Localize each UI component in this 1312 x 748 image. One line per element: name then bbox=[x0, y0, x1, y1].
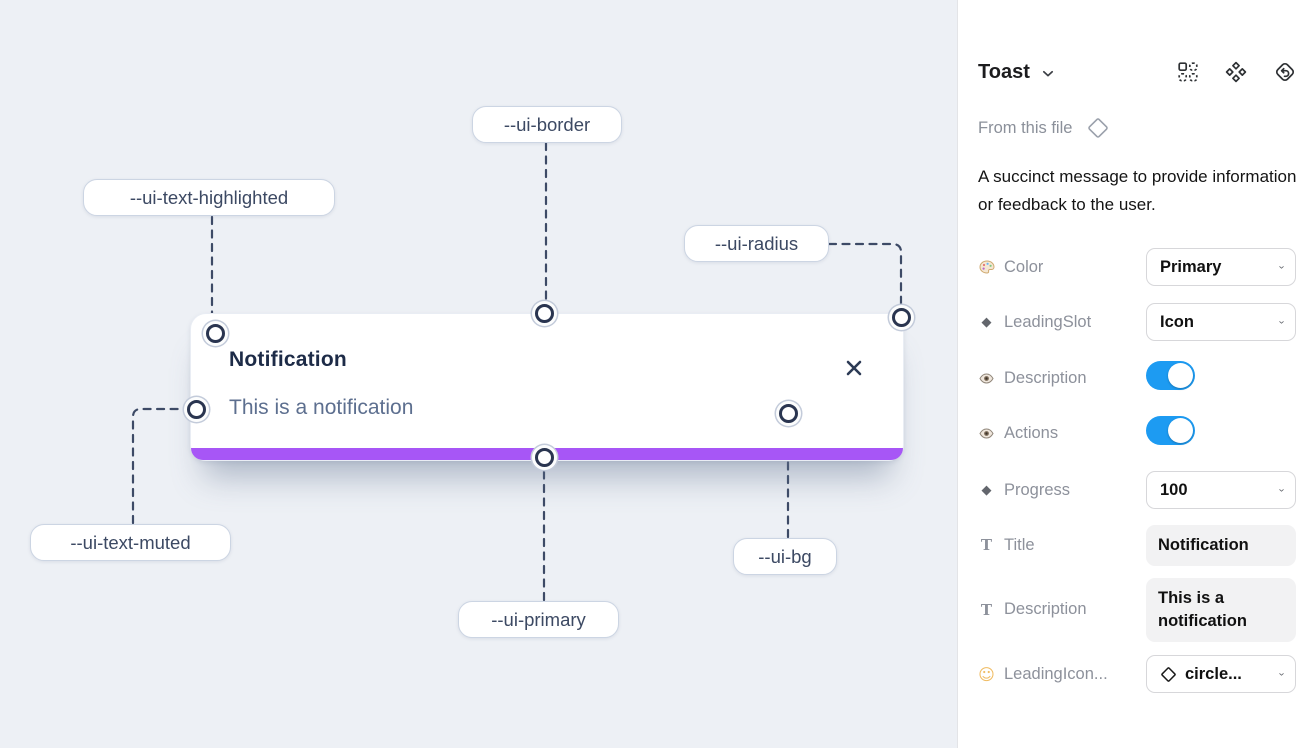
eye-icon bbox=[978, 427, 995, 439]
variant-diamond-icon: ◆ bbox=[981, 482, 992, 498]
description-field[interactable]: This is a notification bbox=[1146, 577, 1296, 642]
prop-label-color: Color bbox=[978, 258, 1043, 277]
toast-title: Notification bbox=[229, 348, 347, 371]
prop-label-description-toggle: Description bbox=[978, 369, 1087, 388]
panel-header: Toast bbox=[978, 57, 1296, 87]
prop-label-leading-slot: ◆ LeadingSlot bbox=[978, 313, 1092, 332]
source-row: From this file bbox=[978, 116, 1110, 140]
prop-label-actions-toggle: Actions bbox=[978, 424, 1058, 443]
source-label: From this file bbox=[978, 118, 1073, 137]
actions-toggle[interactable] bbox=[1146, 416, 1195, 445]
wire-ui-text-muted bbox=[131, 407, 186, 525]
design-canvas: Notification This is a notification --ui… bbox=[0, 0, 957, 748]
eye-icon bbox=[978, 372, 995, 384]
chevron-down-icon[interactable] bbox=[1042, 70, 1054, 78]
anchor-ui-bg[interactable] bbox=[779, 404, 798, 423]
description-toggle[interactable] bbox=[1146, 361, 1195, 390]
anchor-ui-border[interactable] bbox=[535, 304, 554, 323]
prop-row-leading-slot: ◆ LeadingSlot Icon bbox=[978, 303, 1296, 341]
prop-row-title: T Title Notification bbox=[978, 524, 1296, 566]
prop-row-progress: ◆ Progress 100 bbox=[978, 471, 1296, 509]
variant-diamond-icon: ◆ bbox=[981, 314, 992, 330]
chevron-down-icon bbox=[1279, 320, 1284, 324]
return-to-component-icon[interactable] bbox=[1274, 61, 1296, 83]
prop-label-progress: ◆ Progress bbox=[978, 481, 1071, 500]
var-label-ui-border[interactable]: --ui-border bbox=[472, 106, 622, 143]
anchor-ui-primary[interactable] bbox=[535, 448, 554, 467]
chevron-down-icon bbox=[1279, 265, 1284, 269]
anchor-ui-text-highlighted[interactable] bbox=[206, 324, 225, 343]
var-label-ui-text-highlighted[interactable]: --ui-text-highlighted bbox=[83, 179, 335, 216]
annotation-wires bbox=[131, 141, 903, 602]
prop-row-leading-icon: ☺ LeadingIcon... circle... bbox=[978, 655, 1296, 693]
prop-label-leading-icon: ☺ LeadingIcon... bbox=[978, 664, 1108, 684]
toggle-knob bbox=[1168, 418, 1193, 443]
leading-icon-select[interactable]: circle... bbox=[1146, 655, 1296, 693]
diamond-icon bbox=[1160, 666, 1177, 683]
wire-ui-radius bbox=[827, 242, 903, 307]
text-icon: T bbox=[980, 600, 993, 619]
anchor-ui-radius[interactable] bbox=[892, 308, 911, 327]
leading-slot-select[interactable]: Icon bbox=[1146, 303, 1296, 341]
smiley-icon: ☺ bbox=[978, 664, 995, 684]
palette-icon bbox=[978, 260, 995, 274]
toast-component[interactable]: Notification This is a notification bbox=[190, 313, 904, 461]
chevron-down-icon bbox=[1279, 488, 1284, 492]
title-field[interactable]: Notification bbox=[1146, 524, 1296, 566]
toggle-knob bbox=[1168, 363, 1193, 388]
instance-grid-icon[interactable] bbox=[1178, 62, 1198, 82]
color-select[interactable]: Primary bbox=[1146, 248, 1296, 286]
anchor-ui-text-muted[interactable] bbox=[187, 400, 206, 419]
progress-select[interactable]: 100 bbox=[1146, 471, 1296, 509]
prop-label-description-text: T Description bbox=[978, 600, 1087, 619]
var-label-ui-bg[interactable]: --ui-bg bbox=[733, 538, 837, 575]
var-label-ui-radius[interactable]: --ui-radius bbox=[684, 225, 829, 262]
diamond-icon bbox=[1088, 118, 1109, 138]
component-name[interactable]: Toast bbox=[978, 60, 1030, 83]
var-label-ui-text-muted[interactable]: --ui-text-muted bbox=[30, 524, 231, 561]
component-description: A succinct message to provide informatio… bbox=[978, 167, 1297, 214]
properties-panel: Toast bbox=[957, 0, 1312, 748]
toast-close-icon[interactable] bbox=[844, 358, 864, 378]
prop-row-description-toggle: Description bbox=[978, 359, 1296, 397]
var-label-ui-primary[interactable]: --ui-primary bbox=[458, 601, 619, 638]
prop-row-description-text: T Description This is a notification bbox=[978, 577, 1296, 642]
toast-description: This is a notification bbox=[229, 396, 414, 419]
component-icon[interactable] bbox=[1225, 61, 1247, 83]
prop-label-title: T Title bbox=[978, 536, 1035, 555]
chevron-down-icon bbox=[1279, 672, 1284, 676]
prop-row-actions-toggle: Actions bbox=[978, 414, 1296, 452]
text-icon: T bbox=[980, 536, 993, 554]
prop-row-color: Color Primary bbox=[978, 248, 1296, 286]
